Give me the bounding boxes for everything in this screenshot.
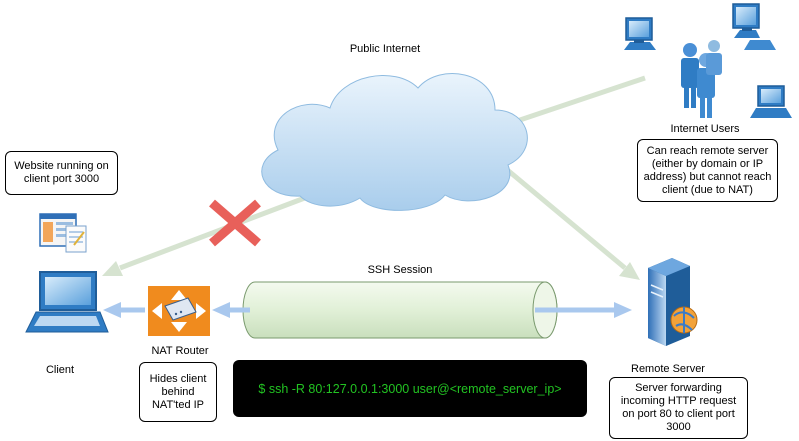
tunnel-router-arrowhead xyxy=(212,302,230,318)
tunnel-server-arrowhead xyxy=(614,302,632,318)
cloud-to-client-arrow xyxy=(119,193,311,271)
users-to-cloud-line xyxy=(504,75,646,128)
server-icon xyxy=(648,258,698,346)
remote-server-note: Server forwarding incoming HTTP request … xyxy=(609,377,748,439)
ssh-session-label: SSH Session xyxy=(367,264,433,276)
desktop-icon xyxy=(732,3,776,50)
desktop-icon xyxy=(624,17,656,50)
cloud-icon xyxy=(261,73,528,211)
router-icon xyxy=(148,286,210,336)
server-arrowhead xyxy=(619,262,640,280)
ssh-command-box: $ ssh -R 80:127.0.0.1:3000 user@<remote_… xyxy=(233,360,587,417)
client-arrowhead xyxy=(102,261,123,276)
ssh-command-text: $ ssh -R 80:127.0.0.1:3000 user@<remote_… xyxy=(258,381,562,396)
blocked-x-icon xyxy=(209,199,261,247)
ssh-tunnel xyxy=(242,281,558,339)
local-arrows xyxy=(103,302,632,318)
internet-connections xyxy=(102,75,646,280)
internet-users-label: Internet Users xyxy=(670,123,740,135)
user-group-icon xyxy=(681,40,722,118)
public-internet-label: Public Internet xyxy=(349,43,421,55)
internet-users-note: Can reach remote server (either by domai… xyxy=(637,139,778,202)
laptop-icon xyxy=(750,85,792,118)
remote-server-label: Remote Server xyxy=(631,363,705,375)
router-client-arrowhead xyxy=(103,302,121,318)
client-label: Client xyxy=(45,364,75,376)
browser-window-icon xyxy=(39,213,87,253)
laptop-icon xyxy=(25,271,109,333)
cloud-to-server-arrow xyxy=(503,166,627,270)
nat-router-label: NAT Router xyxy=(151,345,209,357)
website-note: Website running on client port 3000 xyxy=(5,151,118,195)
nat-router-note: Hides client behind NAT'ted IP xyxy=(139,362,217,422)
